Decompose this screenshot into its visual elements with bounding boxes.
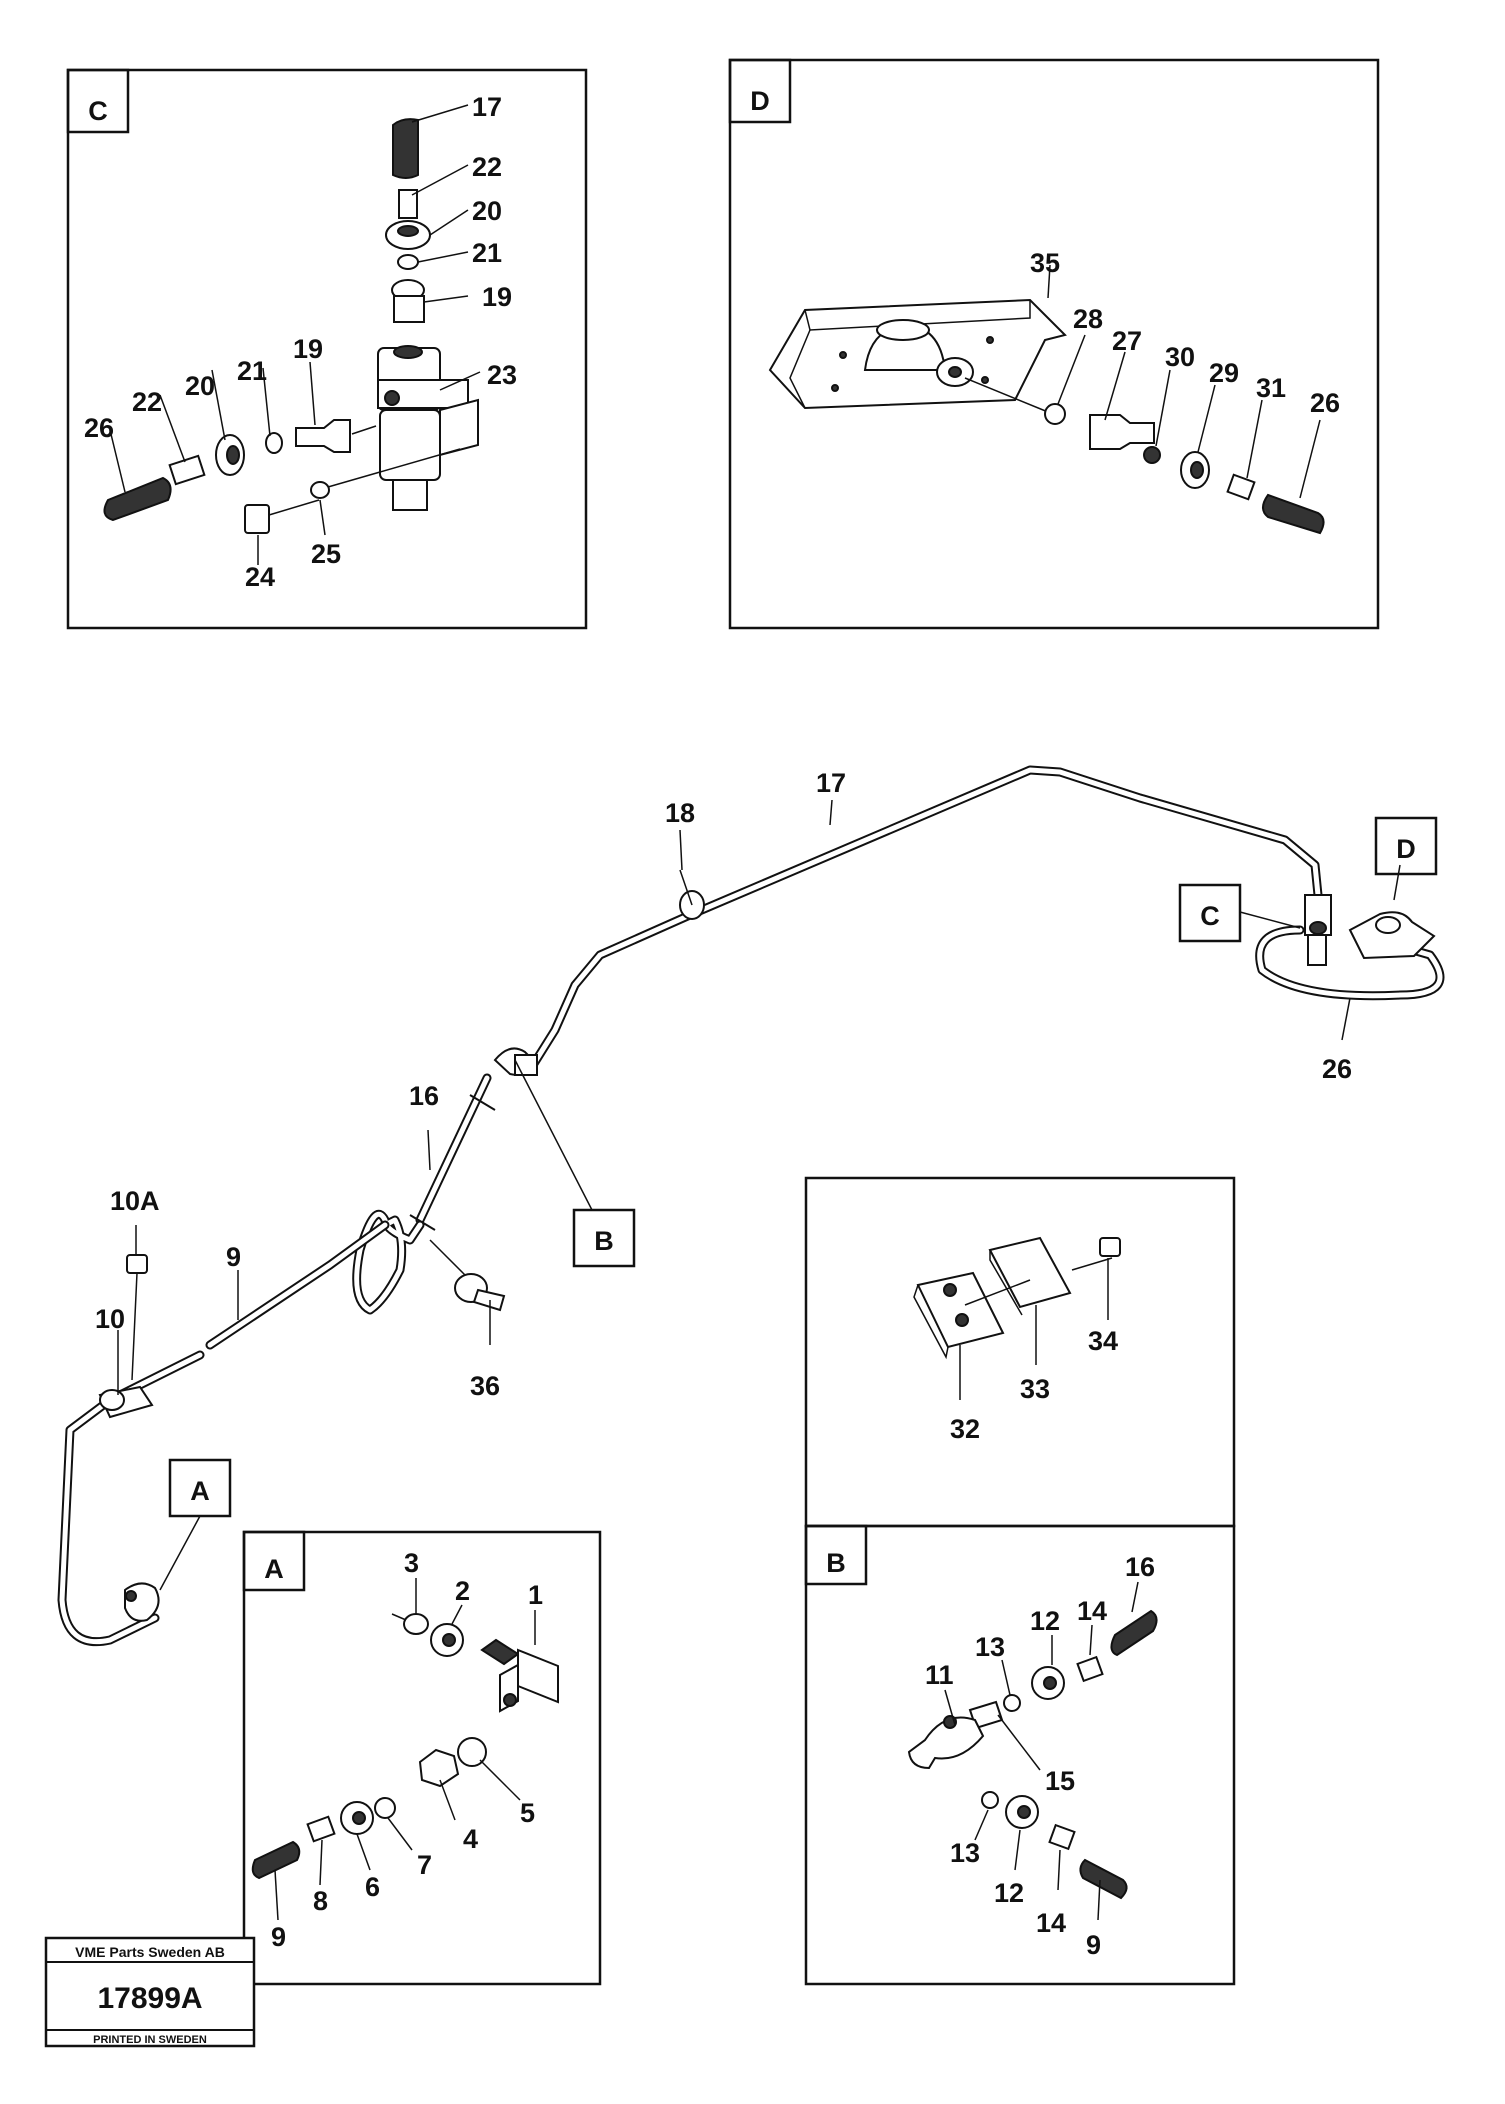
panel-c: C bbox=[66, 68, 588, 630]
callout-d: D bbox=[1396, 834, 1416, 864]
panel-a: A 3 2 1 5 4 7 6 8 9 bbox=[242, 1530, 602, 1986]
c-label-20b: 20 bbox=[185, 371, 215, 401]
main-label-10a: 10A bbox=[110, 1186, 160, 1216]
b-label-12: 12 bbox=[1030, 1606, 1060, 1636]
a-label-4: 4 bbox=[463, 1824, 478, 1854]
c-label-26: 26 bbox=[84, 413, 114, 443]
c-label-21: 21 bbox=[472, 238, 502, 268]
main-label-26: 26 bbox=[1322, 1054, 1352, 1084]
c-label-20: 20 bbox=[472, 196, 502, 226]
d-label-31: 31 bbox=[1256, 373, 1286, 403]
clamp-label-34: 34 bbox=[1088, 1326, 1118, 1356]
callout-b: B bbox=[594, 1226, 614, 1256]
a-label-1: 1 bbox=[528, 1580, 543, 1610]
b-label-14: 14 bbox=[1077, 1596, 1107, 1626]
callout-a: A bbox=[190, 1476, 210, 1506]
a-label-8: 8 bbox=[313, 1886, 328, 1916]
main-label-16: 16 bbox=[409, 1081, 439, 1111]
d-label-29: 29 bbox=[1209, 358, 1239, 388]
b-label-11: 11 bbox=[925, 1660, 954, 1690]
main-assembly: B A C D 17 18 16 10A 9 10 36 26 bbox=[57, 765, 1445, 1647]
c-label-22b: 22 bbox=[132, 387, 162, 417]
main-label-9: 9 bbox=[226, 1242, 241, 1272]
panel-clamp: 34 33 32 bbox=[804, 1176, 1236, 1528]
c-label-19b: 19 bbox=[293, 334, 323, 364]
stamp-company: VME Parts Sweden AB bbox=[75, 1944, 225, 1960]
a-label-9: 9 bbox=[271, 1922, 286, 1952]
panel-a-tag: A bbox=[264, 1554, 284, 1584]
b-label-13b: 13 bbox=[950, 1838, 980, 1868]
c-label-23: 23 bbox=[487, 360, 517, 390]
main-label-36: 36 bbox=[470, 1371, 500, 1401]
b-label-15: 15 bbox=[1045, 1766, 1075, 1796]
b-label-14b: 14 bbox=[1036, 1908, 1066, 1938]
main-label-18: 18 bbox=[665, 798, 695, 828]
c-label-24: 24 bbox=[245, 562, 275, 592]
stamp-number: 17899A bbox=[97, 1982, 202, 2015]
a-label-6: 6 bbox=[365, 1872, 380, 1902]
b-label-9: 9 bbox=[1086, 1930, 1101, 1960]
a-label-7: 7 bbox=[417, 1850, 432, 1880]
clamp-label-33: 33 bbox=[1020, 1374, 1050, 1404]
d-label-35: 35 bbox=[1030, 248, 1060, 278]
b-label-16: 16 bbox=[1125, 1552, 1155, 1582]
panel-d-tag: D bbox=[750, 86, 770, 116]
d-label-27: 27 bbox=[1112, 326, 1142, 356]
callout-c: C bbox=[1200, 901, 1220, 931]
b-label-13: 13 bbox=[975, 1632, 1005, 1662]
d-label-26: 26 bbox=[1310, 388, 1340, 418]
d-label-30: 30 bbox=[1165, 342, 1195, 372]
a-label-2: 2 bbox=[455, 1576, 470, 1606]
c-label-21b: 21 bbox=[237, 356, 267, 386]
clamp-label-32: 32 bbox=[950, 1414, 980, 1444]
b-label-12b: 12 bbox=[994, 1878, 1024, 1908]
main-label-17: 17 bbox=[816, 768, 846, 798]
c-label-25: 25 bbox=[311, 539, 341, 569]
panel-c-tag: C bbox=[88, 96, 108, 126]
a-label-5: 5 bbox=[520, 1798, 535, 1828]
c-label-19: 19 bbox=[482, 282, 512, 312]
d-label-28: 28 bbox=[1073, 304, 1103, 334]
main-label-10: 10 bbox=[95, 1304, 125, 1334]
c-label-17: 17 bbox=[472, 92, 502, 122]
stamp-printed: PRINTED IN SWEDEN bbox=[93, 2034, 207, 2046]
panel-b: B 16 12 14 13 11 15 13 12 14 9 bbox=[804, 1524, 1236, 1986]
a-label-3: 3 bbox=[404, 1548, 419, 1578]
panel-b-tag: B bbox=[826, 1548, 846, 1578]
parts-stamp: VME Parts Sweden AB 17899A PRINTED IN SW… bbox=[44, 1936, 256, 2048]
c-label-22: 22 bbox=[472, 152, 502, 182]
panel-d: D 35 28 27 30 29 31 26 bbox=[728, 58, 1380, 630]
